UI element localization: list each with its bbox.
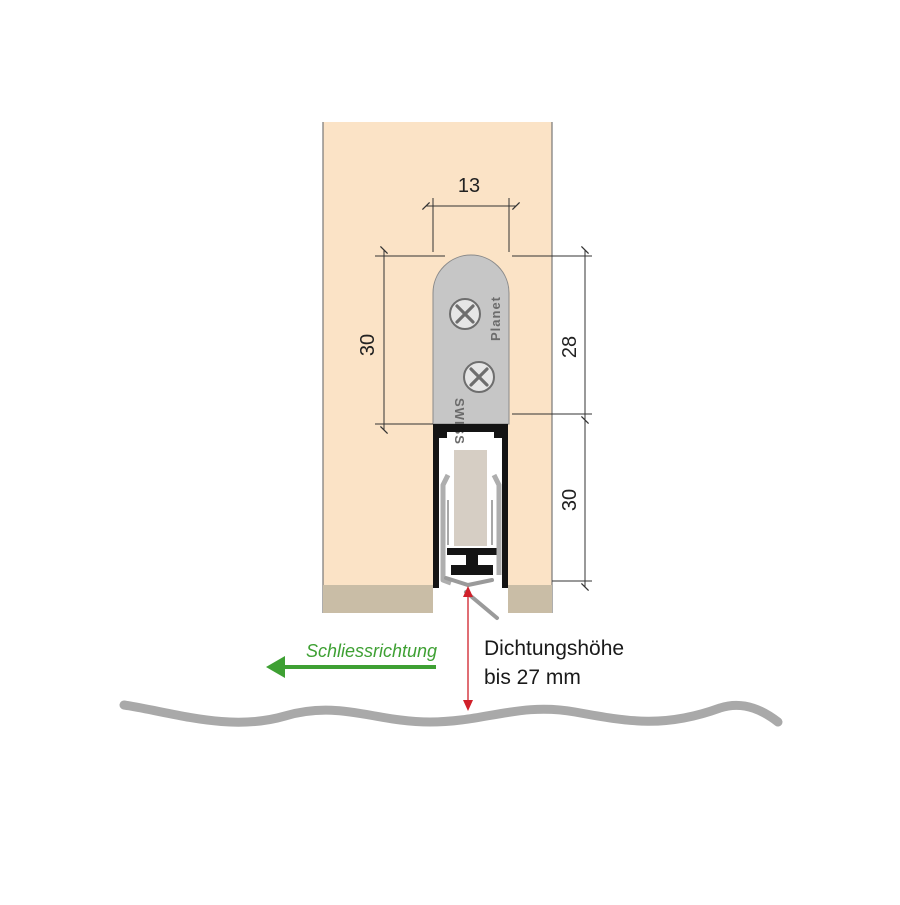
seal-height-value: bis 27 mm bbox=[484, 666, 581, 689]
dimension-height-left: 30 bbox=[357, 334, 379, 356]
brand-origin: SWISS bbox=[452, 398, 467, 445]
profile-top-bar bbox=[433, 424, 508, 432]
brand-name: Planet bbox=[488, 296, 503, 341]
mounting-plate: Planet SWISS bbox=[432, 254, 510, 445]
screw-top-icon bbox=[449, 298, 481, 330]
dimension-height-right-lower: 30 bbox=[559, 489, 581, 511]
seal-carrier bbox=[440, 450, 502, 586]
floor-surface bbox=[119, 700, 783, 727]
door-bottom-strip-right bbox=[508, 585, 552, 613]
dimension-width-top: 13 bbox=[458, 175, 480, 197]
carrier-right-arm bbox=[491, 473, 502, 575]
carrier-left-arm bbox=[440, 473, 452, 586]
profile-left-wall bbox=[433, 424, 439, 588]
door-bottom-strip-left bbox=[323, 585, 433, 613]
closing-direction-arrow-icon bbox=[266, 656, 436, 678]
profile-right-wall bbox=[502, 424, 508, 588]
seal-block bbox=[454, 450, 487, 546]
dimension-height-right-upper: 28 bbox=[559, 336, 581, 358]
dimension-lines bbox=[375, 198, 592, 592]
profile-top-lip-left bbox=[439, 432, 447, 438]
aluminium-profile bbox=[433, 424, 508, 588]
screw-bottom-icon bbox=[463, 361, 495, 393]
profile-top-lip-right bbox=[494, 432, 502, 438]
profile-inner-foot bbox=[447, 548, 497, 575]
seal-lip bbox=[444, 576, 494, 588]
seal-height-arrow-icon bbox=[463, 586, 473, 711]
closing-direction-label: Schliessrichtung bbox=[306, 641, 437, 661]
seal-height-label: Dichtungshöhe bbox=[484, 637, 624, 660]
